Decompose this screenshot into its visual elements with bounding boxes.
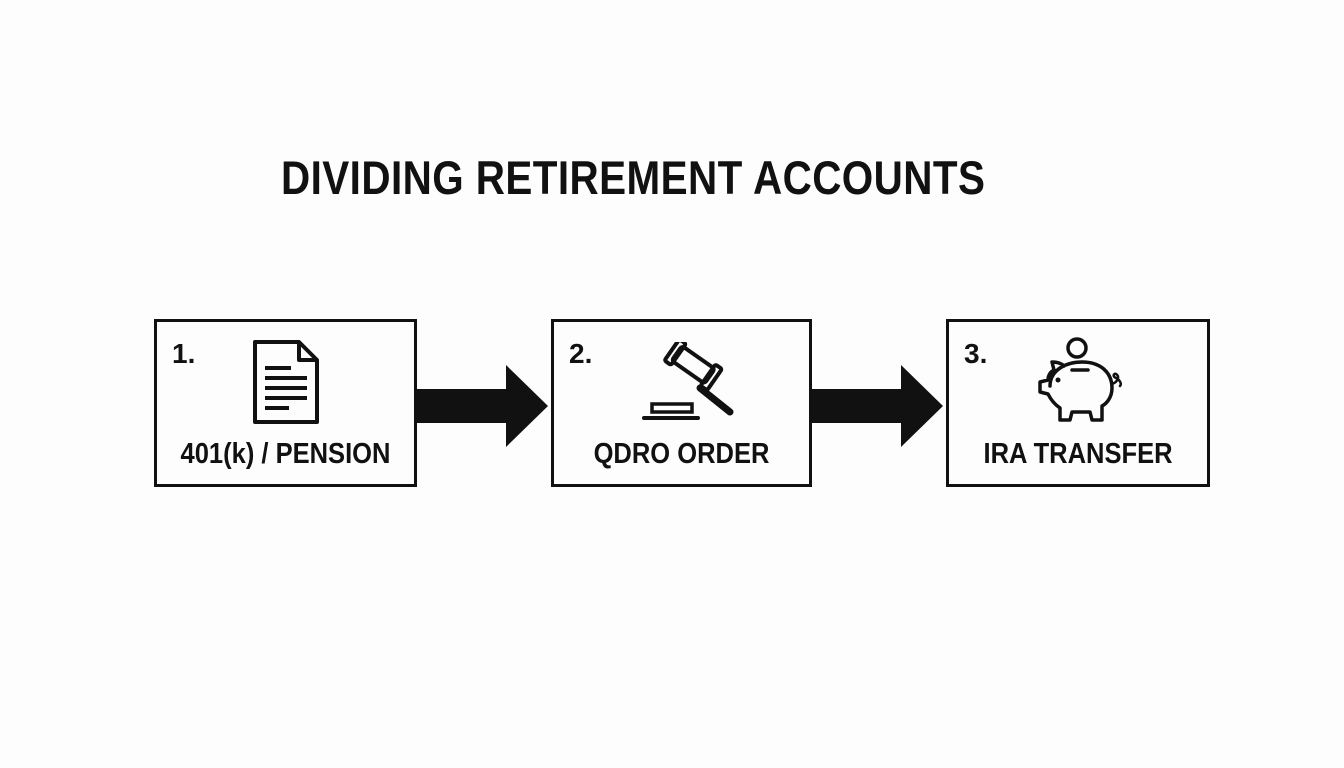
step-number: 1. [172, 338, 196, 369]
step-label: QDRO ORDER [593, 438, 770, 470]
step-box-2: 2. QDRO ORDER [551, 319, 812, 487]
step-box-1: 1. 401(k) / PENSION [154, 319, 417, 487]
diagram-title: DIVIDING RETIREMENT ACCOUNTS [281, 151, 986, 204]
step-box-3: 3. IRA TRANSFER [946, 319, 1210, 487]
step-label: 401(k) / PENSION [180, 438, 391, 470]
piggy-bank-icon [1030, 336, 1126, 431]
arrow-right-icon [809, 365, 943, 447]
step-number: 3. [964, 338, 988, 369]
step-number: 2. [569, 338, 593, 369]
arrow-right-icon [414, 365, 548, 447]
gavel-icon [640, 337, 744, 427]
document-icon [251, 338, 321, 431]
step-label: IRA TRANSFER [983, 438, 1173, 470]
